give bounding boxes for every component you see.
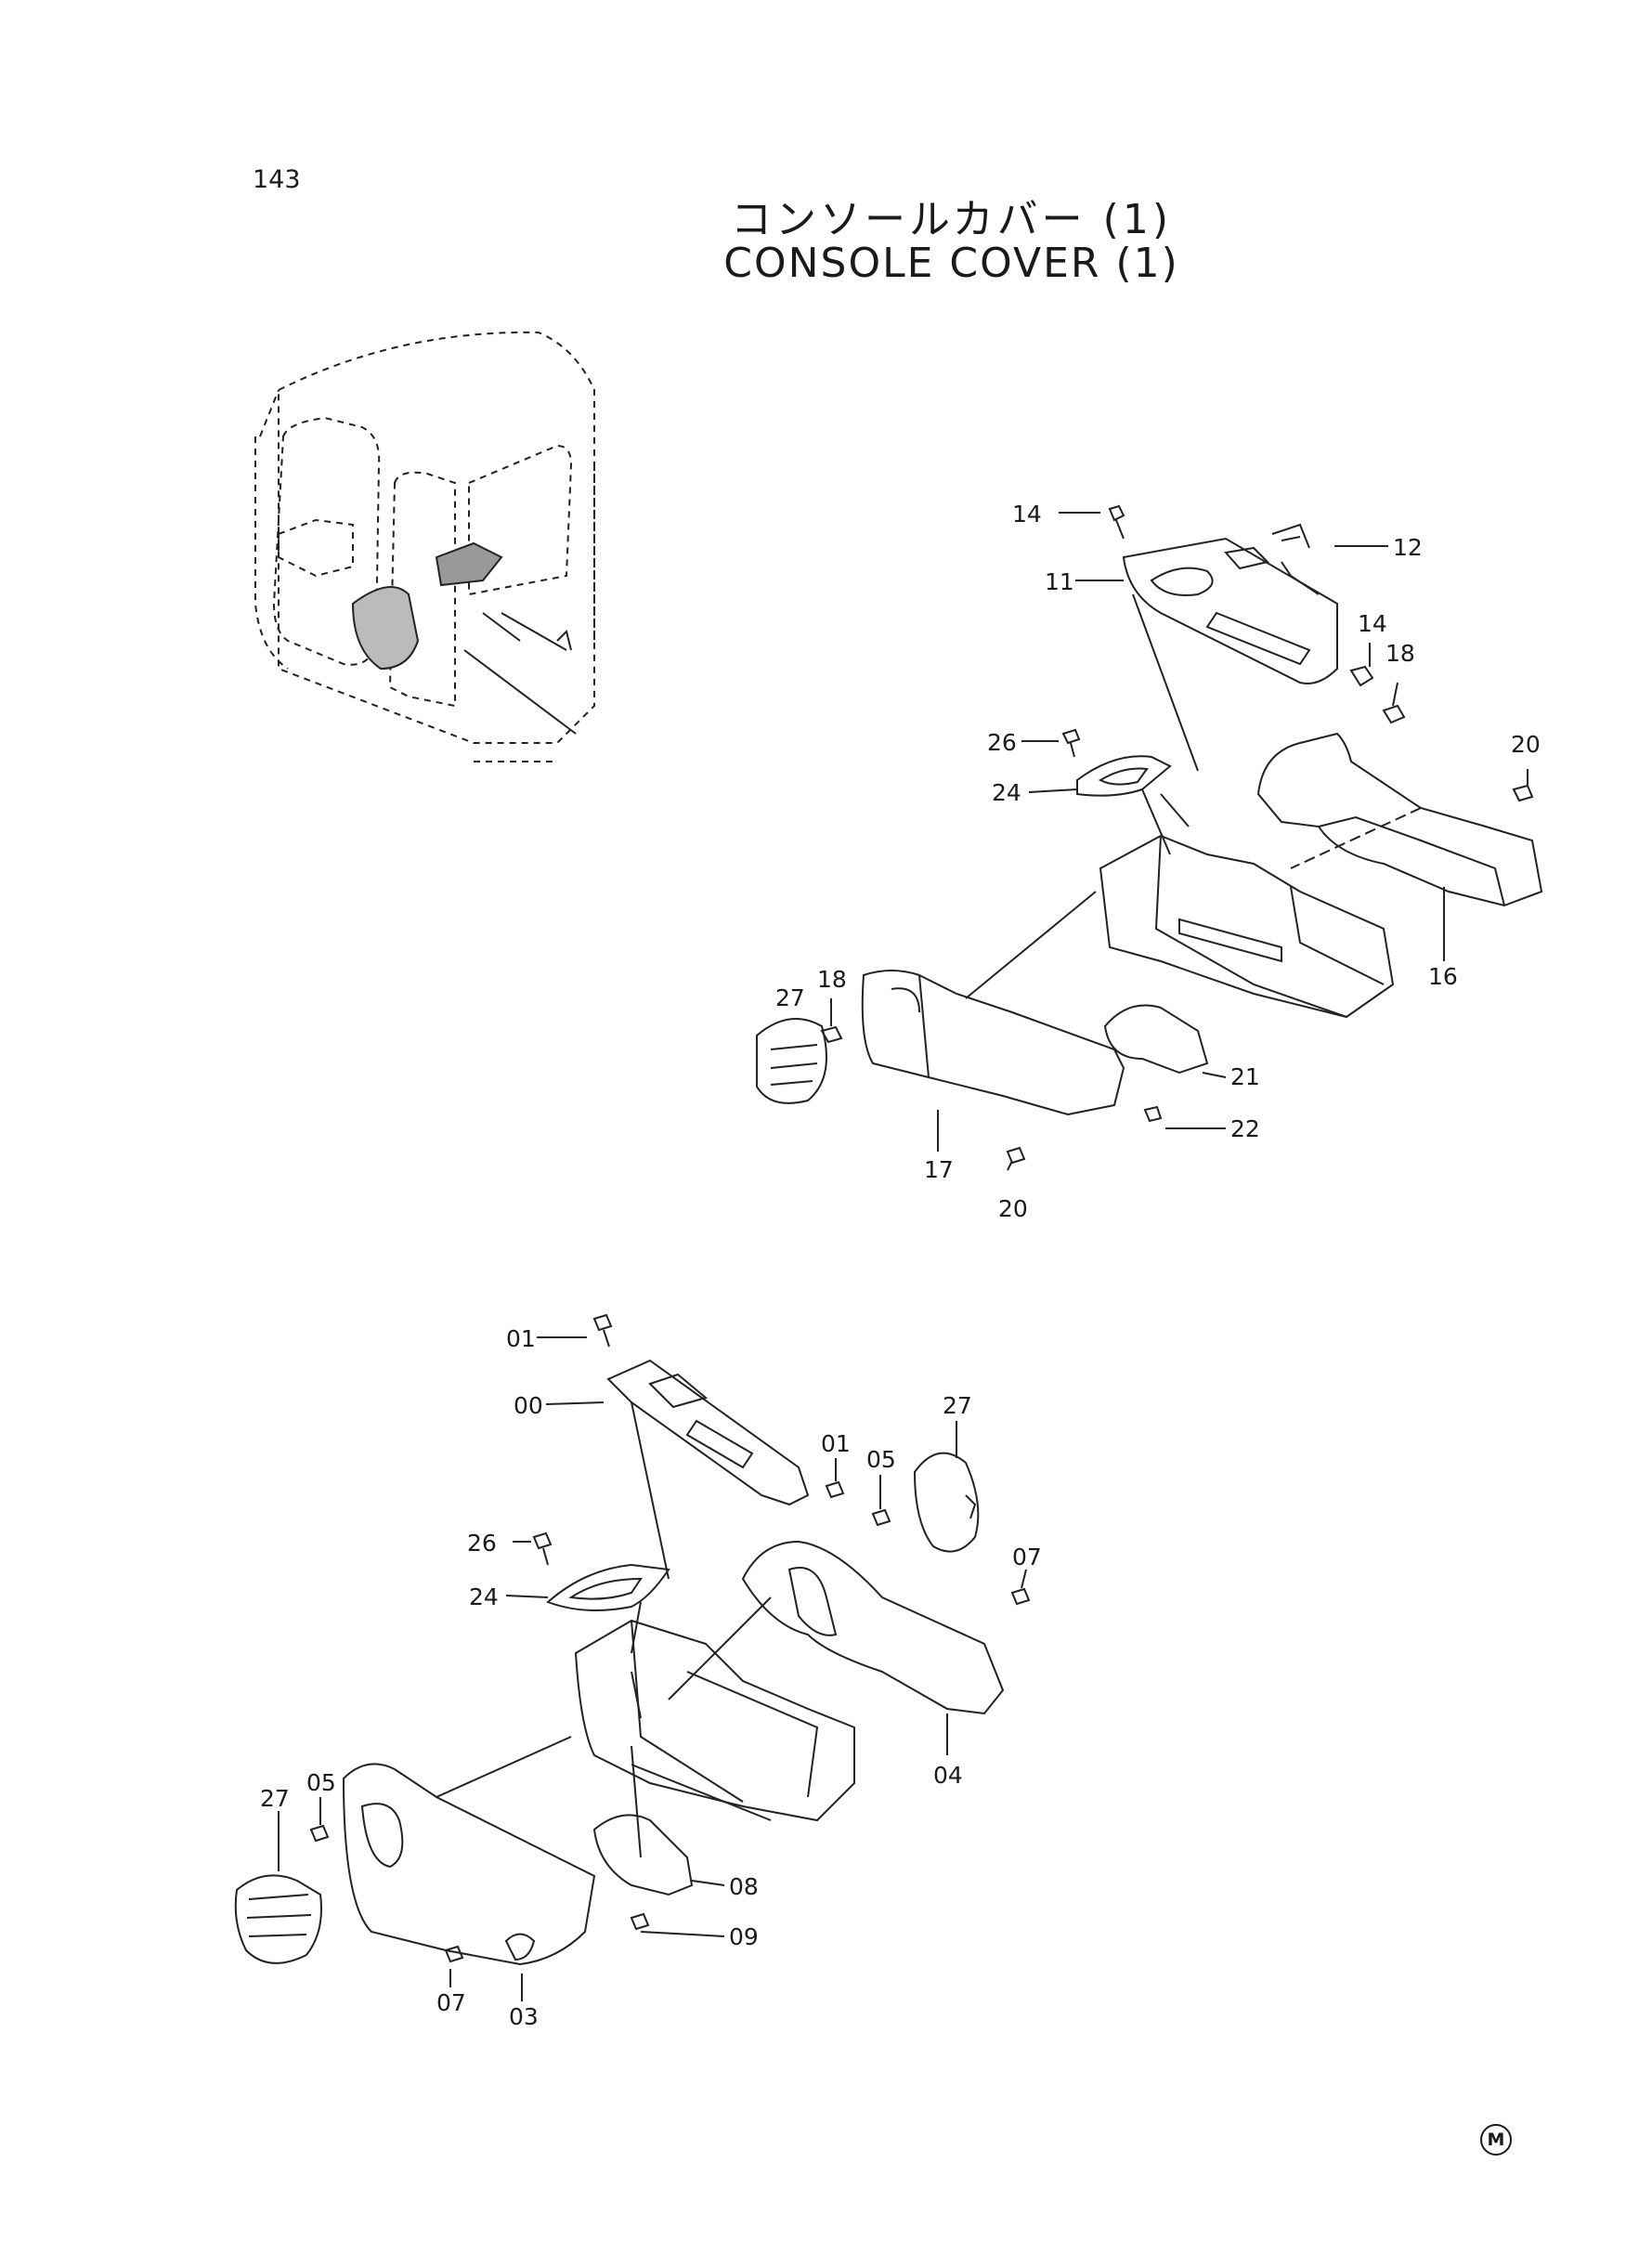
callout-03: 03 xyxy=(509,2003,539,2030)
callout-14-b: 14 xyxy=(1358,610,1387,637)
callout-24-a: 24 xyxy=(992,779,1021,806)
cab-locator-illustration xyxy=(254,331,595,762)
upper-assembly xyxy=(756,504,1543,1165)
callout-27-b: 27 xyxy=(943,1392,972,1419)
callout-20-a: 20 xyxy=(1511,731,1541,758)
callout-09: 09 xyxy=(729,1923,759,1950)
callout-17: 17 xyxy=(924,1156,954,1183)
callout-07-a: 07 xyxy=(1012,1544,1042,1570)
callout-00: 00 xyxy=(514,1392,543,1419)
callout-08: 08 xyxy=(729,1873,759,1900)
title-english: CONSOLE COVER (1) xyxy=(723,240,1179,287)
callout-22: 22 xyxy=(1230,1115,1260,1142)
callout-16: 16 xyxy=(1428,963,1458,990)
callout-21: 21 xyxy=(1230,1063,1260,1090)
callout-04: 04 xyxy=(933,1762,963,1789)
callout-27-c: 27 xyxy=(260,1785,290,1812)
lower-callouts: 01 00 01 05 27 26 07 24 04 27 05 08 09 0… xyxy=(260,1325,1042,2030)
callout-14-a: 14 xyxy=(1012,501,1042,528)
callout-11: 11 xyxy=(1045,568,1074,595)
callout-18-a: 18 xyxy=(1385,640,1415,667)
callout-07-b: 07 xyxy=(436,1989,466,2016)
callout-26-b: 26 xyxy=(467,1530,497,1557)
callout-26-a: 26 xyxy=(987,729,1017,756)
callout-05-b: 05 xyxy=(306,1769,336,1796)
upper-callouts: 14 12 11 14 18 26 20 24 16 18 27 21 22 1… xyxy=(775,501,1541,1222)
cab-console-highlight xyxy=(351,541,503,671)
callout-18-b: 18 xyxy=(817,966,847,993)
callout-27-a: 27 xyxy=(775,984,805,1011)
page-number: 143 xyxy=(253,165,301,194)
callout-24-b: 24 xyxy=(469,1583,499,1610)
title-japanese: コンソールカバー (1) xyxy=(731,196,1172,243)
corner-m-mark: M xyxy=(1480,2124,1512,2156)
callout-01-b: 01 xyxy=(821,1430,851,1457)
callout-05-a: 05 xyxy=(866,1446,896,1473)
callout-01-a: 01 xyxy=(506,1325,536,1352)
callout-12: 12 xyxy=(1393,534,1423,561)
lower-assembly xyxy=(234,1313,1031,1966)
callout-20-b: 20 xyxy=(998,1195,1028,1222)
